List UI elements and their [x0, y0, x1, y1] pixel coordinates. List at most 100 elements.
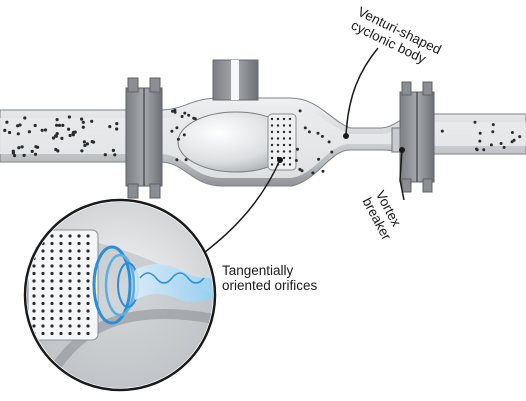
particle-dot — [34, 145, 38, 149]
leader-dot — [399, 147, 405, 153]
inset-orifice-dot — [32, 264, 36, 268]
particle-dot — [113, 153, 117, 157]
inset-orifice-dot — [50, 294, 54, 298]
inset-orifice-dot — [59, 294, 63, 298]
inset-orifice-dot — [77, 286, 81, 291]
particle-dot — [16, 132, 20, 136]
leader-dot — [343, 133, 349, 139]
particle-dot — [175, 126, 179, 130]
particle-dot — [307, 130, 311, 134]
particle-dot — [103, 153, 107, 157]
particle-dot — [518, 135, 522, 139]
particle-dot — [182, 133, 186, 137]
orifice-dots — [270, 117, 292, 166]
particle-dot — [180, 115, 184, 118]
particle-dot — [115, 127, 119, 131]
particle-dot — [51, 136, 56, 140]
inset-orifice-dot — [41, 324, 45, 328]
particle-dot — [482, 148, 486, 152]
inset-orifice-dot — [68, 301, 72, 306]
bolt-icon — [401, 81, 412, 96]
orifice-dot — [288, 117, 292, 121]
particle-dot — [90, 140, 94, 144]
orifice-dot — [276, 117, 280, 121]
particle-dot — [320, 134, 324, 138]
inset-orifice-dot — [41, 294, 45, 298]
inset-orifice-dot — [41, 271, 45, 276]
particle-dot — [491, 123, 495, 127]
inset-orifice-dot — [68, 316, 72, 321]
particle-dot — [296, 147, 299, 151]
orifice-dot — [276, 150, 280, 153]
particle-dot — [327, 140, 331, 144]
inset-orifice-dot — [77, 309, 81, 313]
inset-orifice-dot — [77, 331, 81, 336]
particle-dot — [30, 149, 34, 153]
inset-orifice-dot — [41, 309, 45, 313]
inset-orifice-dot — [59, 249, 63, 253]
inset-orifice-dot — [68, 324, 72, 328]
inset-orifice-dot — [32, 301, 36, 306]
particle-dot — [18, 123, 22, 127]
particle-dot — [317, 157, 321, 161]
inset-orifice-dot — [50, 249, 54, 253]
orifice-dot — [282, 117, 286, 121]
orifice-dot — [288, 124, 292, 127]
inset-orifice-dot — [86, 256, 90, 261]
particle-dot — [115, 122, 119, 126]
inset-orifice-dot — [50, 309, 54, 313]
inset-orifice-dot — [86, 271, 90, 276]
bolt-icon — [401, 178, 412, 193]
inset-orifice-dot — [68, 256, 72, 261]
inset-orifice-dot — [68, 249, 72, 253]
orifice-dot — [282, 150, 286, 153]
inset-orifice-dot — [86, 279, 90, 283]
particle-dot — [13, 154, 17, 158]
particle-dot — [82, 140, 86, 144]
housing-slot — [231, 60, 239, 100]
inset-orifice-dot — [77, 324, 81, 328]
orifice-dot — [288, 130, 292, 134]
inset-orifice-dot — [59, 241, 63, 246]
inset-orifice-dot — [59, 264, 63, 268]
inset-orifice-dot — [86, 301, 90, 306]
particle-dot — [55, 118, 59, 122]
particle-dot — [475, 148, 479, 152]
leader-dot — [277, 157, 283, 163]
inset-orifice-dot — [77, 249, 81, 253]
inset-orifice-dot — [50, 241, 54, 246]
particle-dot — [17, 146, 21, 150]
particle-dot — [55, 132, 59, 136]
orifice-dot — [282, 130, 286, 134]
inset-orifice-dot — [32, 234, 36, 238]
orifice-dot — [282, 143, 286, 147]
inset-orifice-dot — [59, 234, 63, 238]
inset-orifice-dot — [59, 301, 63, 306]
inset-orifice-dot — [41, 301, 45, 306]
orifice-dot — [270, 163, 274, 166]
inset-orifice-dot — [50, 264, 54, 268]
particle-dot — [43, 128, 48, 132]
particle-dot — [489, 143, 493, 147]
particle-dot — [108, 125, 112, 129]
orifice-dot — [288, 156, 292, 160]
particle-dot — [20, 145, 24, 149]
label-tangentially-oriented-orifices: Tangentially oriented orifices — [222, 263, 317, 293]
inset-orifice-dot — [86, 309, 90, 313]
particle-dot — [502, 145, 506, 149]
particle-dot — [55, 123, 59, 127]
inset-orifice-dot — [32, 271, 36, 276]
particle-dot — [316, 131, 320, 135]
bolt-icon — [149, 77, 161, 93]
particle-dot — [187, 113, 191, 117]
inset-orifice-dot — [59, 309, 63, 313]
orifice-dot — [276, 137, 280, 140]
particle-dot — [192, 116, 196, 120]
inset-orifice-dot — [32, 309, 36, 313]
left-flange — [125, 77, 163, 199]
particle-dot — [3, 128, 7, 132]
particle-dot — [303, 126, 307, 130]
inset-orifice-dot — [41, 279, 45, 283]
particle-dot — [478, 131, 482, 135]
